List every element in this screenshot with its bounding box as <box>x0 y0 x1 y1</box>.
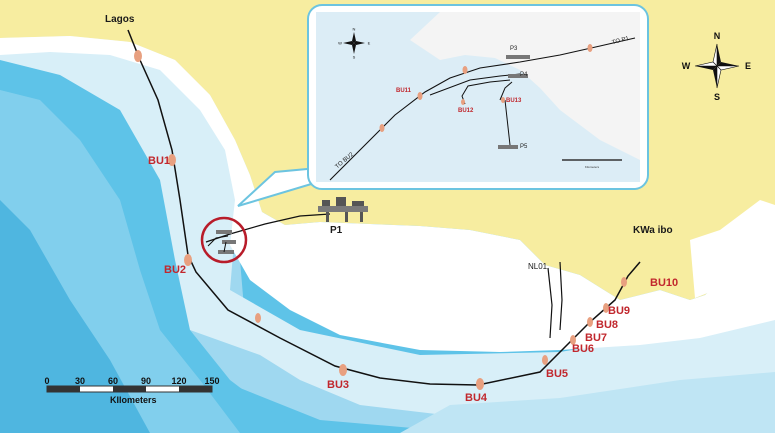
scale-tick-120: 120 <box>171 376 187 386</box>
label-bu7: BU7 <box>585 332 608 344</box>
compass-n: N <box>713 31 721 41</box>
label-p1: P1 <box>330 225 343 236</box>
sea-bottom-shelf <box>400 372 775 433</box>
label-bu9: BU9 <box>608 305 631 317</box>
inset-branch-p4 <box>461 79 513 146</box>
segment-marker <box>255 313 261 323</box>
inset-label-bu11: BU11 <box>396 88 412 94</box>
scale-bar <box>46 385 213 393</box>
nl01-branch <box>547 267 553 339</box>
label-bu1: BU1 <box>148 155 171 167</box>
segment-marker <box>184 254 192 266</box>
compass-rose-icon <box>694 43 740 89</box>
compass-s: S <box>713 92 721 102</box>
label-nl01: NL01 <box>528 262 548 271</box>
segment-marker <box>603 303 609 313</box>
nl01-pipeline <box>559 261 563 331</box>
label-lagos: Lagos <box>105 14 135 25</box>
scale-tick-30: 30 <box>74 376 86 386</box>
inset-label-p5: P5 <box>520 144 528 150</box>
label-bu4: BU4 <box>465 392 488 404</box>
segment-marker <box>168 154 176 166</box>
inset-label-bu13: BU13 <box>506 98 522 104</box>
segment-marker <box>542 355 548 365</box>
inset-label-p3: P3 <box>510 46 518 52</box>
label-bu8: BU8 <box>596 319 619 331</box>
label-kwa-ibo: KWa ibo <box>633 225 673 236</box>
inset-compass-icon <box>343 32 365 54</box>
label-bu10: BU10 <box>650 277 679 289</box>
coastal-band <box>0 36 775 352</box>
label-bu5: BU5 <box>546 368 569 380</box>
segment-marker <box>621 277 627 287</box>
compass-w: W <box>681 61 691 71</box>
segment-markers <box>134 50 627 390</box>
sea-deepest <box>0 200 150 433</box>
segment-marker <box>339 364 347 376</box>
p1-platform-icon <box>318 197 368 222</box>
compass-e: E <box>744 61 752 71</box>
scale-tick-0: 0 <box>44 376 50 386</box>
inset-scale-unit: Kilometers <box>584 165 600 169</box>
label-bu2: BU2 <box>164 264 187 276</box>
segment-marker <box>134 50 142 62</box>
label-bu3: BU3 <box>327 379 350 391</box>
inset-compass-n: N <box>352 26 356 32</box>
inset-label-p4: P4 <box>520 72 528 78</box>
scale-unit: KIlometers <box>110 395 157 405</box>
inset-label-bu12: BU12 <box>458 108 474 114</box>
scale-tick-60: 60 <box>107 376 119 386</box>
segment-marker <box>570 335 576 345</box>
circle-platform-icons <box>207 230 236 254</box>
inset-markers <box>379 44 593 132</box>
inset-land <box>410 12 640 160</box>
label-bu6: BU6 <box>572 343 595 355</box>
segment-marker <box>587 317 593 327</box>
scale-tick-150: 150 <box>204 376 220 386</box>
east-estuary <box>690 200 775 298</box>
inset-compass-e: E <box>367 40 371 46</box>
sea-shallow-water <box>0 28 775 433</box>
inset-highlight-circle <box>200 216 248 264</box>
inset-compass-s: S <box>352 54 356 60</box>
scale-tick-90: 90 <box>140 376 152 386</box>
inset-compass-w: W <box>338 40 342 46</box>
inset-platform-icons <box>498 55 530 149</box>
segment-marker <box>476 378 484 390</box>
